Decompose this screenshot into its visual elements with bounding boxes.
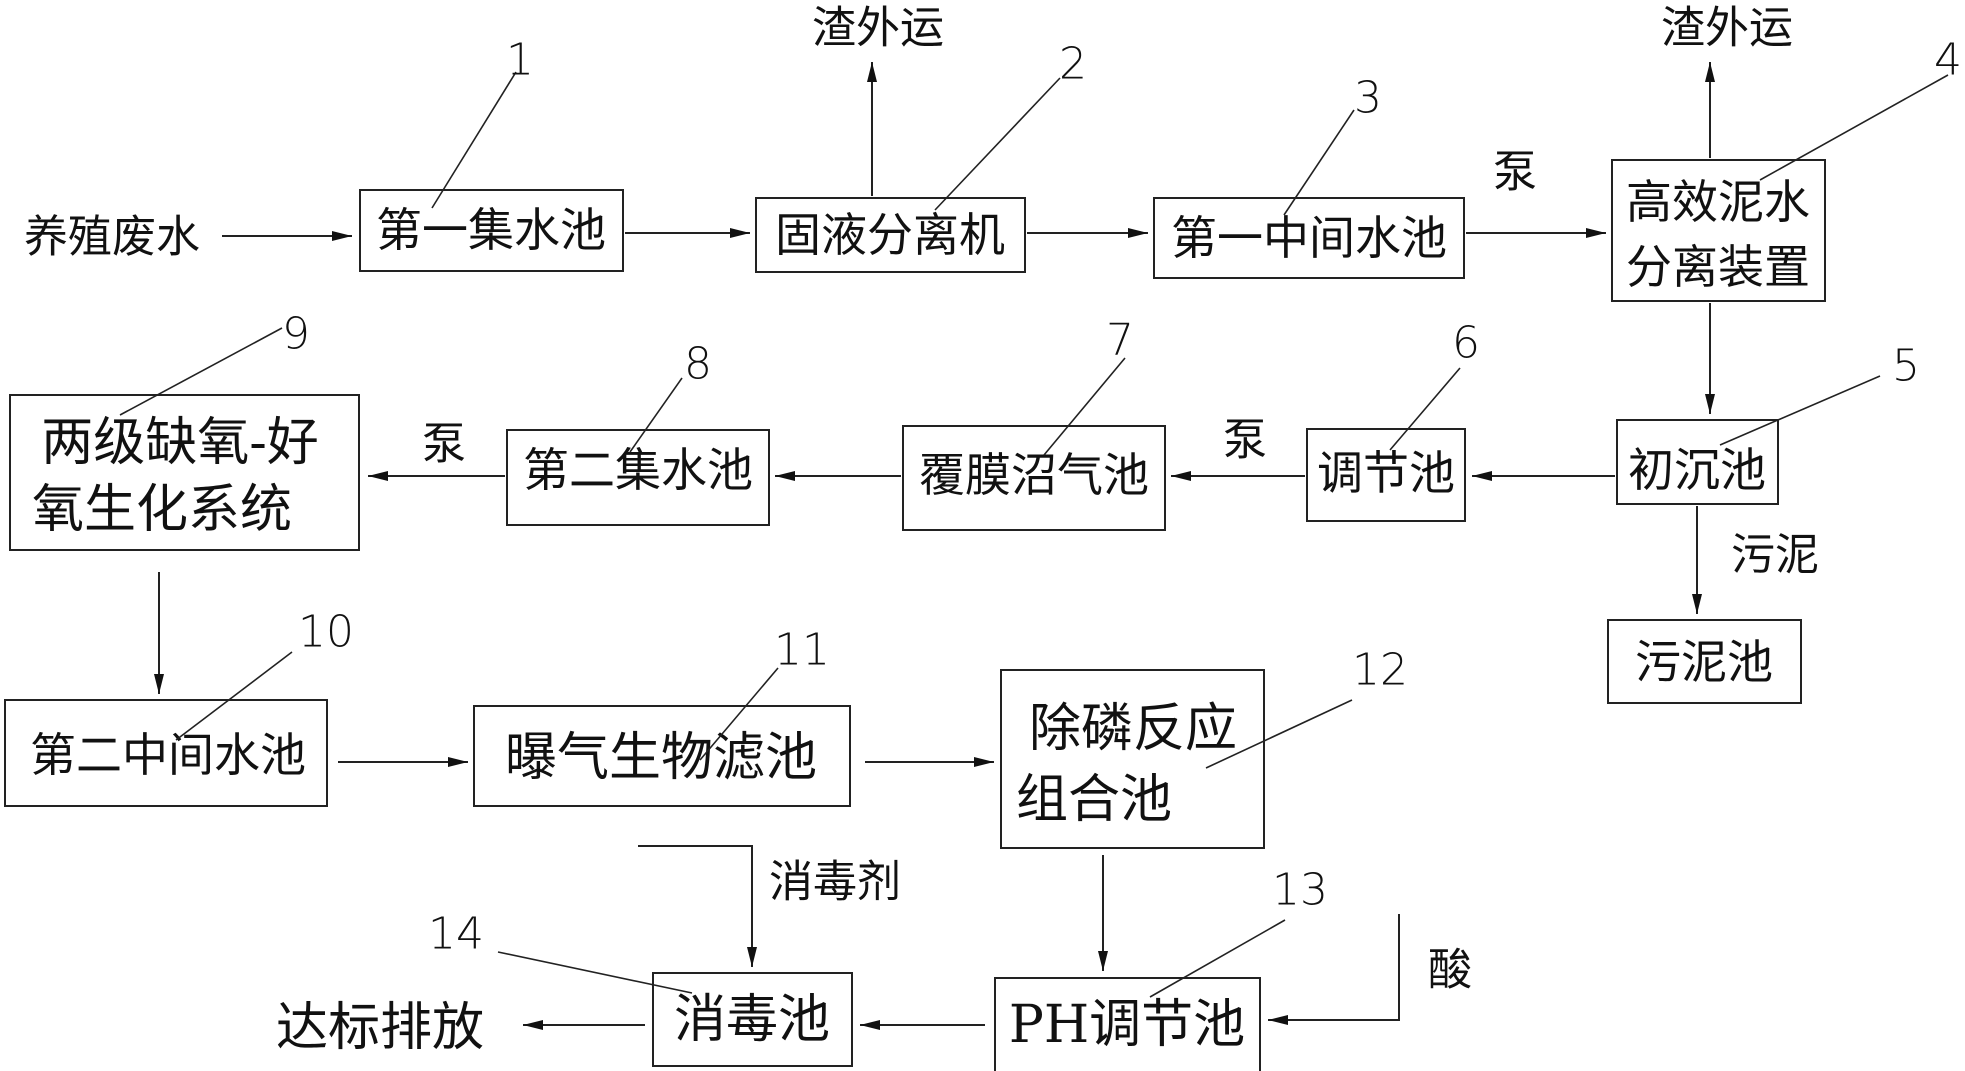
label-pump-2: 泵 (1223, 415, 1267, 466)
leader-9 (119, 327, 283, 416)
label-solid-liquid-separator: 固液分离机 (775, 208, 1005, 262)
callout-14: 14 (428, 909, 484, 960)
box-efficient-mud-water-separator (1611, 159, 1826, 302)
leader-5 (1719, 375, 1881, 446)
label-separator-line1: 高效泥水 (1626, 175, 1810, 229)
callout-11: 11 (774, 625, 830, 676)
label-regulating-tank: 调节池 (1317, 446, 1455, 500)
label-primary-sedimentation-tank: 初沉池 (1628, 443, 1766, 497)
box-ph-regulating-tank (994, 977, 1261, 1071)
label-phosphorus-removal-line1: 除磷反应 (1029, 699, 1237, 759)
box-sludge-tank (1607, 619, 1802, 704)
leader-4 (1759, 74, 1949, 181)
arrow-acid-to-n13 (1268, 914, 1400, 1025)
callout-7: 7 (1106, 315, 1134, 366)
label-sludge: 污泥 (1731, 530, 1819, 581)
label-discharge: 达标排放 (276, 998, 484, 1058)
label-sludge-tank: 污泥池 (1635, 635, 1773, 689)
callout-3: 3 (1354, 73, 1382, 124)
label-slag-out-2: 渣外运 (1661, 3, 1793, 54)
label-first-intermediate-tank: 第一中间水池 (1171, 211, 1447, 265)
leader-12 (1205, 699, 1353, 769)
callout-8: 8 (684, 339, 712, 390)
label-separator-line2: 分离装置 (1626, 240, 1810, 294)
leader-7 (1043, 357, 1126, 456)
box-primary-sedimentation-tank (1616, 419, 1779, 505)
leader-1 (431, 71, 517, 209)
box-second-collection-tank (506, 429, 770, 526)
leader-11 (699, 667, 779, 761)
callout-5: 5 (1892, 341, 1920, 392)
box-two-stage-anoxic-aerobic-system (9, 394, 360, 551)
box-first-intermediate-tank (1153, 197, 1465, 279)
label-disinfectant: 消毒剂 (769, 857, 901, 908)
leader-2 (934, 77, 1061, 211)
label-anoxic-aerobic-line1: 两级缺氧-好 (41, 413, 319, 473)
label-phosphorus-removal-line2: 组合池 (1016, 770, 1172, 830)
box-solid-liquid-separator (755, 197, 1026, 273)
label-acid: 酸 (1428, 945, 1472, 996)
leader-8 (629, 377, 683, 453)
callout-4: 4 (1934, 35, 1962, 86)
box-phosphorus-removal-tank (1000, 669, 1265, 849)
label-ph-regulating-tank: PH调节池 (1009, 995, 1245, 1055)
label-aerated-biofilter: 曝气生物滤池 (505, 728, 817, 788)
leader-10 (175, 651, 293, 741)
label-first-collection-tank: 第一集水池 (376, 203, 606, 257)
box-aerated-biofilter (473, 705, 851, 807)
box-regulating-tank (1306, 428, 1466, 522)
leader-14 (497, 951, 693, 994)
label-film-biogas-tank: 覆膜沼气池 (919, 448, 1149, 502)
box-film-biogas-tank (902, 425, 1166, 531)
callout-6: 6 (1452, 318, 1480, 369)
arrow-disinfectant-to-n14 (638, 845, 757, 967)
leader-3 (1283, 109, 1355, 216)
box-disinfection-tank (652, 972, 853, 1067)
label-second-intermediate-tank: 第二中间水池 (30, 728, 306, 782)
label-input-wastewater: 养殖废水 (24, 212, 200, 263)
box-first-collection-tank (359, 189, 624, 272)
callout-1: 1 (506, 35, 534, 86)
callout-9: 9 (282, 309, 310, 360)
callout-12: 12 (1352, 645, 1408, 696)
label-disinfection-tank: 消毒池 (674, 990, 830, 1050)
callout-10: 10 (298, 607, 354, 658)
callout-2: 2 (1059, 39, 1087, 90)
label-slag-out-1: 渣外运 (812, 3, 944, 54)
leader-13 (1149, 919, 1286, 998)
label-anoxic-aerobic-line2: 氧生化系统 (32, 480, 292, 540)
leader-6 (1389, 367, 1461, 451)
label-second-collection-tank: 第二集水池 (523, 443, 753, 497)
label-pump-3: 泵 (422, 419, 466, 470)
box-second-intermediate-tank (4, 699, 328, 807)
callout-13: 13 (1272, 865, 1328, 916)
label-pump-1: 泵 (1493, 147, 1537, 198)
